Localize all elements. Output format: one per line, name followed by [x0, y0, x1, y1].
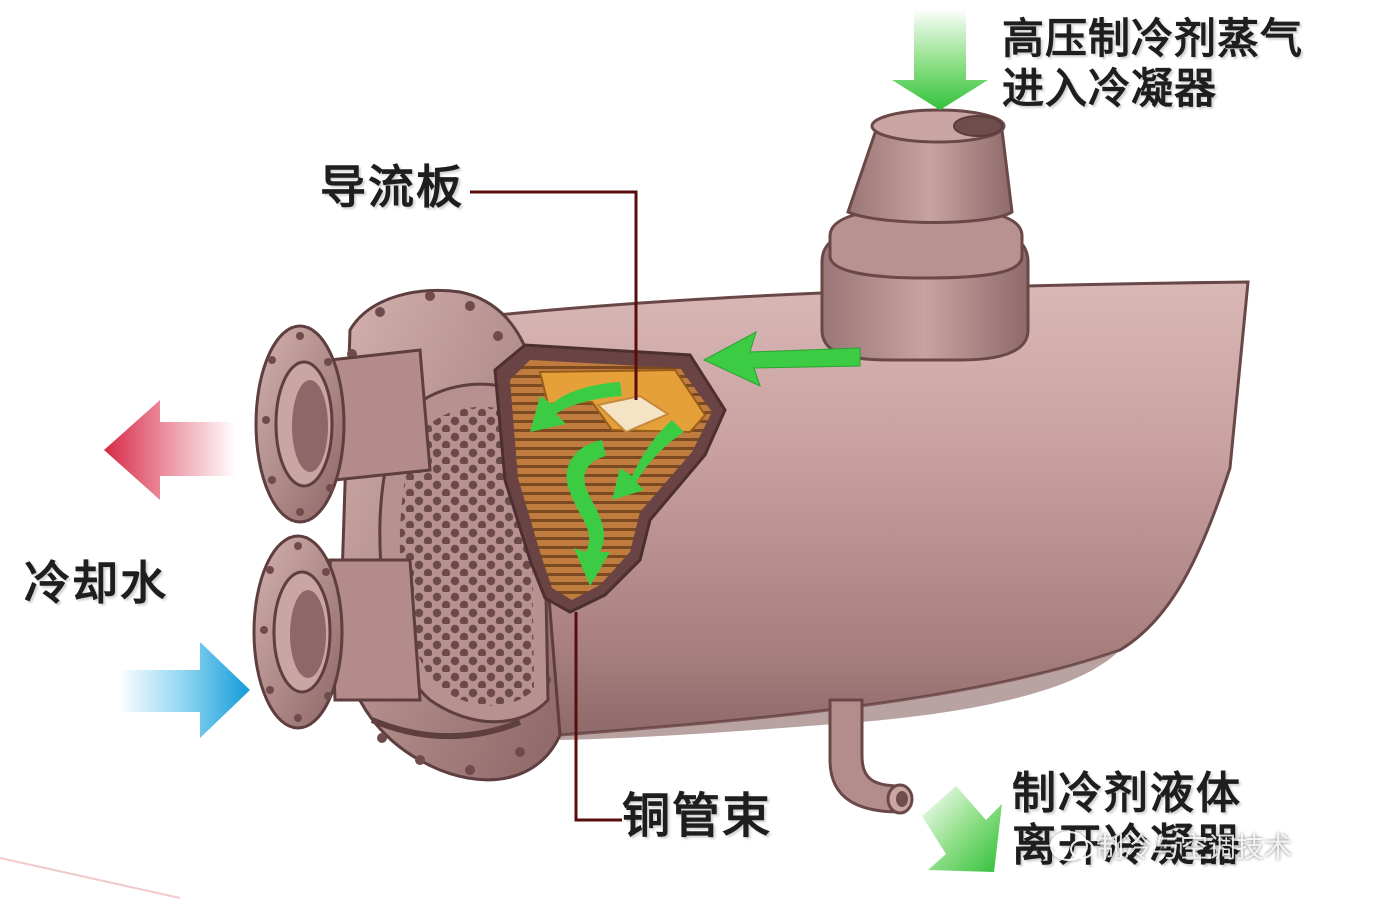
- flow-arrow-right: [612, 420, 684, 500]
- liquid-outlet-arrow: [922, 786, 1002, 872]
- watermark-text: 制冷与空调技术: [1096, 831, 1293, 864]
- refrigerant-outlet-label-line1: 制冷剂液体: [1012, 768, 1242, 819]
- refrigerant-inlet-label-line1: 高压制冷剂蒸气: [1002, 14, 1304, 63]
- baffle-leader-line: [470, 190, 638, 400]
- tubes-leader-line: [574, 612, 622, 822]
- cold-water-inlet-arrow: [118, 642, 250, 738]
- liquid-outlet-pipe: [828, 698, 914, 815]
- refrigerant-flow-arrows: [530, 330, 861, 586]
- tube-sheet-holes: [399, 406, 534, 706]
- flow-arrow-down: [566, 440, 610, 586]
- vapor-inlet-arrow: [892, 8, 988, 110]
- watermark: 制冷与空调技术: [1050, 826, 1292, 866]
- water-outlet-nozzle: [254, 324, 432, 524]
- background-line: [0, 857, 181, 899]
- water-inlet-nozzle: [252, 534, 422, 730]
- flow-arrow-left: [530, 382, 622, 432]
- refrigerant-inlet-label: 高压制冷剂蒸气 进入冷凝器: [1002, 14, 1303, 113]
- wechat-icon: [1050, 831, 1094, 861]
- vapor-entry-arrow: [702, 330, 861, 387]
- vapor-inlet-nozzle: [820, 108, 1030, 362]
- copper-tube-bundle-label: 铜管束: [622, 788, 773, 844]
- hot-water-outlet-arrow: [104, 400, 236, 500]
- refrigerant-inlet-label-line2: 进入冷凝器: [1002, 63, 1218, 113]
- baffle-label: 导流板: [320, 160, 464, 214]
- cooling-water-label: 冷却水: [24, 556, 168, 610]
